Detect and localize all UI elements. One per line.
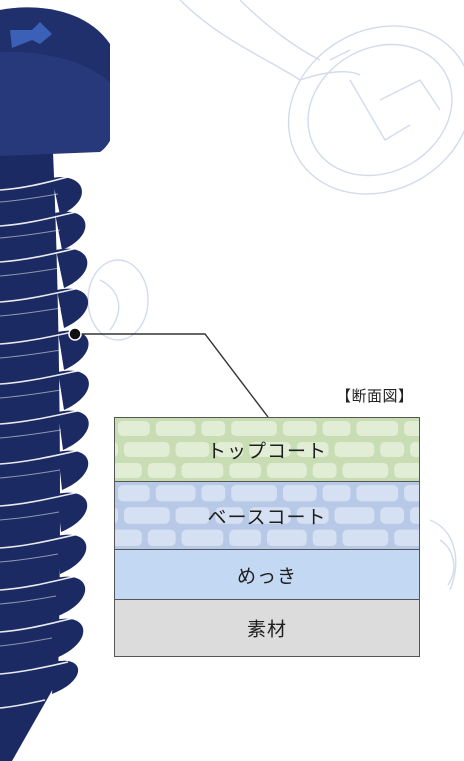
texture-brick (249, 507, 291, 524)
texture-brick (175, 507, 210, 524)
texture-brick (282, 420, 317, 437)
texture-brick (334, 441, 375, 458)
texture-brick (229, 529, 262, 547)
texture-brick (231, 420, 277, 437)
texture-brick (201, 420, 226, 437)
layer-topcoat: トップコート (115, 418, 419, 482)
basecoat-texture (115, 484, 419, 547)
texture-brick (342, 462, 389, 479)
texture-brick (410, 441, 419, 458)
texture-brick (115, 442, 118, 457)
layer-label: ベースコート (207, 506, 327, 528)
texture-brick (201, 484, 226, 502)
texture-brick (322, 484, 351, 502)
texture-brick (147, 462, 176, 479)
texture-brick (117, 420, 150, 437)
texture-brick (181, 462, 224, 479)
texture-brick (215, 507, 244, 524)
texture-brick (394, 529, 419, 547)
texture-brick (123, 441, 170, 458)
texture-brick (380, 507, 405, 524)
texture-brick (249, 441, 291, 458)
texture-brick (155, 420, 196, 437)
texture-brick (231, 484, 277, 502)
layer-label: 素材 (246, 618, 287, 641)
topcoat-texture (115, 420, 419, 479)
texture-brick (267, 462, 307, 479)
layer-basecoat: ベースコート (115, 482, 419, 550)
layer-label: めっき (236, 565, 297, 587)
texture-brick (181, 529, 224, 547)
texture-brick (282, 484, 317, 502)
texture-brick (410, 507, 419, 524)
texture-brick (175, 441, 210, 458)
texture-brick (215, 441, 244, 458)
texture-brick (342, 529, 389, 547)
texture-brick (267, 529, 307, 547)
screw-illustration (0, 7, 110, 761)
texture-brick (115, 507, 118, 524)
texture-brick (404, 420, 419, 437)
texture-brick (312, 529, 337, 547)
texture-brick (312, 462, 337, 479)
texture-brick (115, 529, 142, 547)
texture-brick (115, 462, 142, 479)
texture-brick (296, 441, 329, 458)
layer-base-material: 素材 (115, 600, 419, 656)
texture-brick (334, 507, 375, 524)
texture-brick (394, 462, 419, 479)
texture-brick (155, 484, 196, 502)
texture-brick (123, 507, 170, 524)
layer-label: トップコート (206, 440, 327, 462)
texture-brick (296, 507, 329, 524)
layer-plating: めっき (115, 550, 419, 600)
texture-brick (322, 420, 351, 437)
texture-brick (229, 462, 262, 479)
texture-brick (404, 484, 419, 502)
texture-brick (117, 484, 150, 502)
texture-brick (380, 441, 405, 458)
cross-section-diagram: トップコート ベースコート めっき 素材 (114, 417, 420, 657)
texture-brick (147, 529, 176, 547)
texture-brick (356, 484, 399, 502)
section-title: 【断面図】 (336, 387, 414, 405)
texture-brick (356, 420, 399, 437)
